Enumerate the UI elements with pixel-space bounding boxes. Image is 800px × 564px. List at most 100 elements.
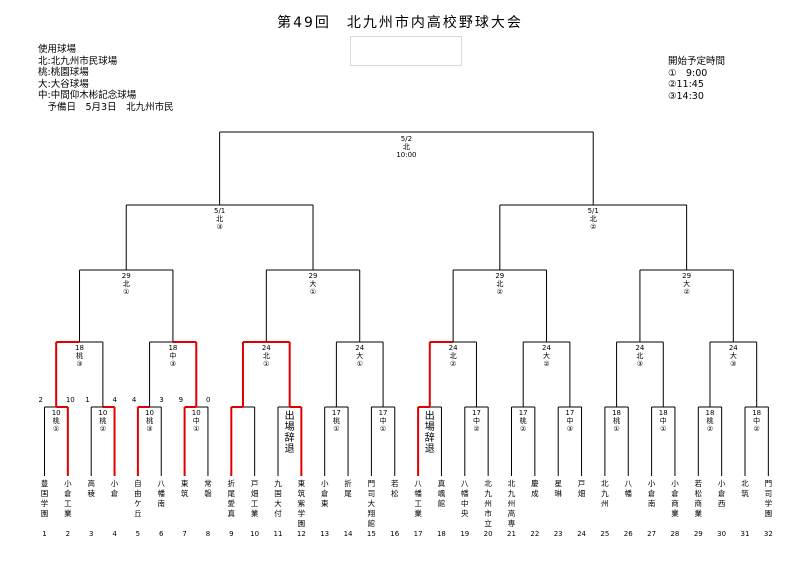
team-number: 22 — [530, 530, 540, 538]
schedule-heading: 開始予定時間 — [668, 56, 726, 67]
team-number: 29 — [693, 530, 703, 538]
score-label: 9 — [178, 396, 184, 404]
team-name: 高稜 — [87, 479, 95, 498]
venue-line: 大:大谷球場 — [38, 78, 89, 90]
team-name: 小倉西 — [717, 479, 726, 508]
team-name: 北九州 — [601, 479, 609, 508]
schedule-line: ②11:45 — [668, 79, 704, 90]
score-label: 10 — [65, 396, 75, 404]
team-name: 若松商業 — [694, 479, 703, 518]
team-number: 5 — [135, 530, 141, 538]
round2-info: 18 中 ① — [658, 409, 668, 433]
venue-line: 北:北九州市民球場 — [38, 55, 118, 67]
team-number: 23 — [553, 530, 563, 538]
team-number: 20 — [483, 530, 493, 538]
team-number: 25 — [600, 530, 610, 538]
score-label: 3 — [159, 396, 164, 404]
round2-info: 10 桃 ② — [98, 409, 108, 433]
score-label: 2 — [38, 396, 43, 404]
team-name: 慶成 — [531, 479, 539, 498]
score-label: 1 — [85, 396, 90, 404]
team-number: 6 — [159, 530, 164, 538]
round3-info: 18 中 ③ — [168, 344, 178, 368]
team-name: 門司大翔館 — [367, 479, 376, 528]
team-name: 小倉南 — [647, 479, 656, 508]
team-name: 北九州高専 — [507, 479, 516, 528]
round3-info: 24 北 ③ — [635, 344, 645, 368]
team-number: 19 — [460, 530, 470, 538]
score-label: 4 — [112, 396, 118, 404]
round3-info: 24 大 ① — [355, 344, 365, 368]
team-number: 18 — [436, 530, 446, 538]
schedule-legend: 開始予定時間 ① 9:00 ②11:45 ③14:30 — [668, 56, 725, 102]
round2-info: 10 桃 ③ — [145, 409, 155, 433]
schedule-line: ① 9:00 — [668, 67, 708, 79]
team-name: 北筑 — [741, 479, 749, 498]
team-number: 9 — [229, 530, 234, 538]
venue-line: 中:中間仰木彬記念球場 — [38, 90, 137, 101]
team-name: 折尾 — [344, 479, 352, 498]
team-number: 4 — [112, 530, 117, 538]
page-title: 第49回 北九州市内高校野球大会 — [277, 15, 523, 31]
team-name: 小倉 — [110, 479, 119, 498]
team-number: 12 — [296, 530, 306, 538]
team-number: 13 — [320, 530, 330, 538]
team-name: 北九州市立 — [484, 479, 492, 528]
team-number: 2 — [65, 530, 71, 538]
team-name: 門司学園 — [764, 479, 773, 518]
team-number: 15 — [366, 530, 376, 538]
venue-line: 桃:桃園球場 — [38, 67, 89, 78]
team-name: 常磐 — [204, 479, 212, 498]
team-number: 16 — [390, 530, 400, 538]
team-number: 7 — [182, 530, 187, 538]
team-number: 10 — [250, 530, 260, 538]
name-field-box — [350, 36, 462, 66]
team-name: 折尾愛真 — [227, 479, 236, 518]
semifinal-info: 5/1 北 ③ — [213, 207, 226, 231]
quarterfinal-info: 29 北 ② — [495, 272, 505, 296]
venue-line: 予備日 5月3日 北九州市民 — [38, 101, 174, 113]
quarterfinal-info: 29 大 ② — [682, 272, 692, 296]
quarterfinal-info: 29 北 ① — [121, 272, 131, 296]
semifinal-info: 5/1 北 ② — [587, 207, 599, 231]
team-name: 小倉商業 — [671, 479, 679, 518]
score-label: 0 — [205, 396, 211, 404]
round2-info: 17 中 ② — [472, 409, 481, 433]
round2-info: 10 中 ① — [191, 409, 201, 433]
team-number: 24 — [577, 530, 586, 538]
team-name: 星琳 — [554, 479, 562, 498]
score-label: 4 — [131, 396, 137, 404]
team-number: 28 — [670, 530, 680, 538]
team-name: 豊国学園 — [40, 479, 49, 518]
round2-info: 17 桃 ② — [518, 409, 528, 433]
team-name: 戸畑工業 — [250, 479, 259, 518]
round3-info: 24 北 ② — [448, 344, 458, 368]
team-name: 八幡南 — [157, 479, 166, 508]
team-name: 東筑紫学園 — [297, 479, 306, 528]
round3-info: 24 大 ② — [542, 344, 551, 368]
team-number: 32 — [763, 530, 773, 538]
team-name: 小倉工業 — [64, 479, 72, 518]
team-number: 21 — [507, 530, 516, 538]
team-number: 1 — [42, 530, 47, 538]
team-number: 31 — [740, 530, 750, 538]
round3-info: 24 大 ③ — [728, 344, 738, 368]
round2-info: 18 桃 ② — [705, 409, 715, 433]
forfeit-label: 出場辞退 — [282, 411, 297, 455]
team-number: 27 — [647, 530, 657, 538]
round2-info: 18 桃 ① — [612, 409, 622, 433]
team-number: 30 — [717, 530, 727, 538]
team-name: 自由ケ丘 — [134, 479, 142, 518]
team-number: 8 — [205, 530, 211, 538]
schedule-line: ③14:30 — [668, 90, 704, 102]
round2-info: 17 中 ③ — [565, 409, 575, 433]
team-name: 八幡 — [624, 479, 633, 498]
team-name: 東筑 — [180, 479, 189, 498]
team-name: 戸畑 — [577, 479, 586, 498]
round2-info: 17 桃 ① — [331, 409, 341, 433]
venue-heading: 使用球場 — [38, 44, 77, 55]
forfeit-label: 出場辞退 — [422, 411, 437, 455]
team-name: 九国大付 — [274, 479, 282, 518]
round2-info: 17 中 ① — [378, 409, 388, 433]
